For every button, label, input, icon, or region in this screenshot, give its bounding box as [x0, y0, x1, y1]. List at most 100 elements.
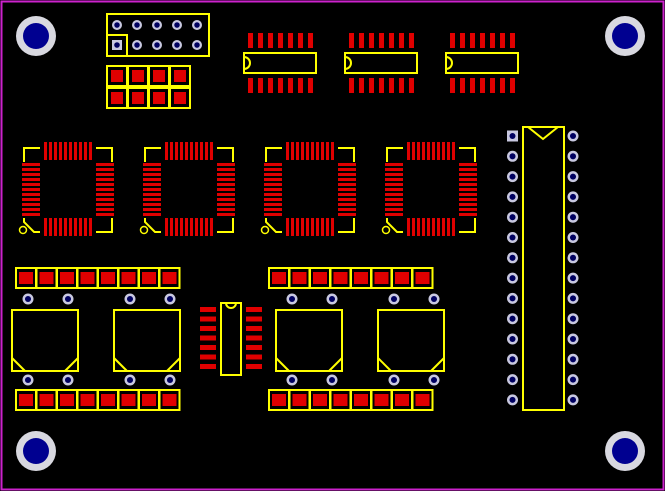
resistor-outline	[169, 65, 191, 87]
smd-pad	[333, 394, 348, 406]
soic8-pin	[200, 364, 216, 369]
plcc-pin	[442, 142, 445, 160]
plcc-pin	[165, 142, 168, 160]
plcc-pin	[427, 142, 430, 160]
plcc-pin	[44, 218, 47, 236]
pad-outline	[411, 267, 434, 289]
plcc-pin	[432, 218, 435, 236]
relay-body	[11, 309, 79, 372]
soic14-pin	[480, 78, 485, 93]
plcc-pin	[143, 198, 161, 201]
soic14-pin	[268, 78, 273, 93]
soic8-notch	[225, 302, 237, 309]
plcc-pin	[64, 142, 67, 160]
plcc-pin	[264, 213, 282, 216]
via-hole	[154, 42, 160, 48]
plcc-pin	[459, 188, 477, 191]
relay-bevel	[430, 357, 445, 372]
soic14-pin	[359, 78, 364, 93]
via-hole	[509, 133, 516, 139]
smd-pad	[354, 394, 368, 406]
pad-outline	[411, 389, 434, 411]
via-hole	[569, 315, 577, 322]
soic8-pin	[246, 354, 262, 360]
smd-pad	[39, 272, 54, 284]
smd-pad	[101, 394, 115, 406]
plcc-corner	[217, 218, 234, 233]
smd-pad	[80, 394, 95, 406]
plcc-pin	[143, 208, 161, 211]
plcc-pin	[385, 203, 403, 206]
resistor-pad	[132, 70, 144, 82]
plcc-pin	[442, 218, 445, 236]
relay-body	[113, 309, 181, 372]
pin-header-2x5	[106, 13, 210, 57]
soic14-pin	[460, 33, 465, 48]
plcc-pin	[143, 183, 161, 186]
soic14-pin	[308, 78, 313, 93]
via-hole	[24, 295, 32, 303]
via-hole	[134, 42, 140, 48]
plcc-pin	[165, 218, 168, 236]
plcc-pin	[417, 142, 420, 160]
via-hole	[166, 295, 174, 303]
plcc-pin	[217, 163, 235, 166]
plcc-pin	[264, 168, 282, 171]
plcc-pin	[286, 218, 289, 236]
soic14-pin	[389, 78, 394, 93]
plcc-pin	[22, 188, 40, 191]
smd-resistor-array	[106, 65, 191, 109]
plcc-pin	[22, 208, 40, 211]
soic14-pin	[500, 78, 505, 93]
pad-outline	[158, 267, 181, 289]
plcc-pin	[143, 203, 161, 206]
via-hole	[509, 153, 516, 160]
via-hole	[509, 173, 516, 180]
plcc-pin	[338, 168, 356, 171]
plcc-pin	[321, 218, 324, 236]
plcc-pin	[427, 218, 430, 236]
plcc-pin	[49, 142, 52, 160]
plcc-pin	[44, 142, 47, 160]
soic14-pin	[298, 78, 303, 93]
plcc-pin	[22, 178, 40, 181]
plcc-pin	[74, 218, 77, 236]
plcc-corner	[265, 147, 282, 162]
via-hole	[509, 193, 516, 200]
soic8-pin	[200, 354, 216, 360]
plcc-pin	[264, 208, 282, 211]
plcc-pin	[385, 178, 403, 181]
plcc-pin	[338, 198, 356, 201]
via-hole	[288, 295, 296, 303]
smd-pad	[395, 394, 409, 406]
plcc-pin	[286, 142, 289, 160]
via-hole	[126, 295, 134, 303]
plcc-pin	[54, 218, 57, 236]
relay-bevel	[113, 357, 128, 372]
plcc-pin	[205, 218, 208, 236]
soic14-pin	[510, 33, 515, 48]
smd-pad	[39, 394, 54, 406]
smd-pad	[60, 272, 74, 284]
plcc-pin	[338, 173, 356, 176]
mounting-hole	[612, 438, 638, 464]
via-hole	[569, 396, 577, 403]
plcc-pin	[22, 203, 40, 206]
via-hole	[166, 376, 174, 384]
plcc-pin	[96, 193, 114, 196]
plcc-pin	[459, 198, 477, 201]
via-hole	[569, 376, 577, 383]
via-hole	[174, 22, 180, 28]
plcc-pin	[143, 173, 161, 176]
plcc-pin	[264, 203, 282, 206]
plcc-pin	[190, 142, 193, 160]
plcc-pin	[459, 178, 477, 181]
plcc-pin	[296, 218, 299, 236]
soic8-pin	[200, 335, 216, 341]
plcc-pin	[459, 208, 477, 211]
soic14-chips	[243, 33, 519, 93]
dip28-chip	[507, 126, 579, 411]
smd-pad	[292, 272, 307, 284]
